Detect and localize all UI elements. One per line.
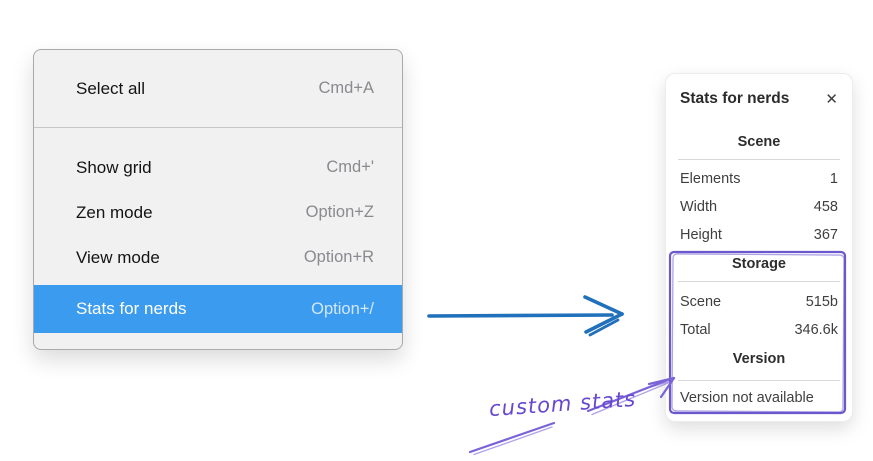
section-divider <box>678 281 840 282</box>
menu-item-shortcut: Cmd+A <box>318 79 374 97</box>
menu-item-zen-mode[interactable]: Zen mode Option+Z <box>34 190 402 235</box>
custom-stats-annotation: custom stats <box>488 386 637 422</box>
version-note: Version not available <box>680 390 814 406</box>
section-divider <box>678 380 840 381</box>
section-heading-version: Version <box>732 351 786 367</box>
stats-panel-title: Stats for nerds <box>680 90 790 107</box>
menu-item-show-grid[interactable]: Show grid Cmd+' <box>34 145 402 190</box>
blue-arrow <box>427 295 624 337</box>
menu-item-label: Stats for nerds <box>76 299 187 318</box>
stats-panel-header: Stats for nerds ✕ <box>666 74 852 109</box>
stat-row-elements: Elements 1 <box>666 165 852 193</box>
context-menu: Select all Cmd+A Show grid Cmd+' Zen mod… <box>33 49 403 350</box>
storage-rows: Scene 515b Total 346.6k <box>666 288 852 344</box>
menu-item-shortcut: Option+R <box>303 248 374 266</box>
menu-item-shortcut: Option+Z <box>305 203 374 221</box>
menu-item-label: Zen mode <box>76 202 153 222</box>
stat-row-scene-size: Scene 515b <box>666 288 852 316</box>
menu-item-view-mode[interactable]: View mode Option+R <box>34 235 402 280</box>
section-heading-storage: Storage <box>732 256 786 272</box>
scene-rows: Elements 1 Width 458 Height 367 <box>666 165 852 249</box>
menu-item-shortcut: Cmd+' <box>326 158 374 176</box>
section-divider <box>678 159 840 160</box>
menu-item-shortcut: Option+/ <box>311 299 374 318</box>
stat-value: 458 <box>813 199 838 215</box>
stat-value: 367 <box>813 227 838 243</box>
menu-group: Show grid Cmd+' Zen mode Option+Z View m… <box>34 128 402 333</box>
menu-item-label: Show grid <box>76 157 152 177</box>
stat-value: 346.6k <box>794 322 838 338</box>
stat-value: 1 <box>829 171 838 187</box>
purple-arrow <box>468 376 676 456</box>
menu-item-select-all[interactable]: Select all Cmd+A <box>34 50 402 127</box>
menu-divider <box>34 127 402 128</box>
stat-label: Total <box>680 322 711 338</box>
stat-row-width: Width 458 <box>666 193 852 221</box>
stat-value: 515b <box>805 294 838 310</box>
close-icon[interactable]: ✕ <box>825 90 838 108</box>
stat-label: Scene <box>680 294 722 310</box>
menu-item-label: View mode <box>76 247 160 267</box>
stat-row-total-size: Total 346.6k <box>666 316 852 344</box>
stat-label: Elements <box>680 171 741 187</box>
stat-row-height: Height 367 <box>666 221 852 249</box>
menu-item-label: Select all <box>76 78 145 98</box>
stat-label: Width <box>680 199 718 215</box>
stats-for-nerds-panel: Stats for nerds ✕ Scene Elements 1 Width… <box>665 73 853 422</box>
section-heading-scene: Scene <box>737 134 781 150</box>
menu-item-stats-for-nerds[interactable]: Stats for nerds Option+/ <box>34 285 402 333</box>
stat-label: Height <box>680 227 722 243</box>
